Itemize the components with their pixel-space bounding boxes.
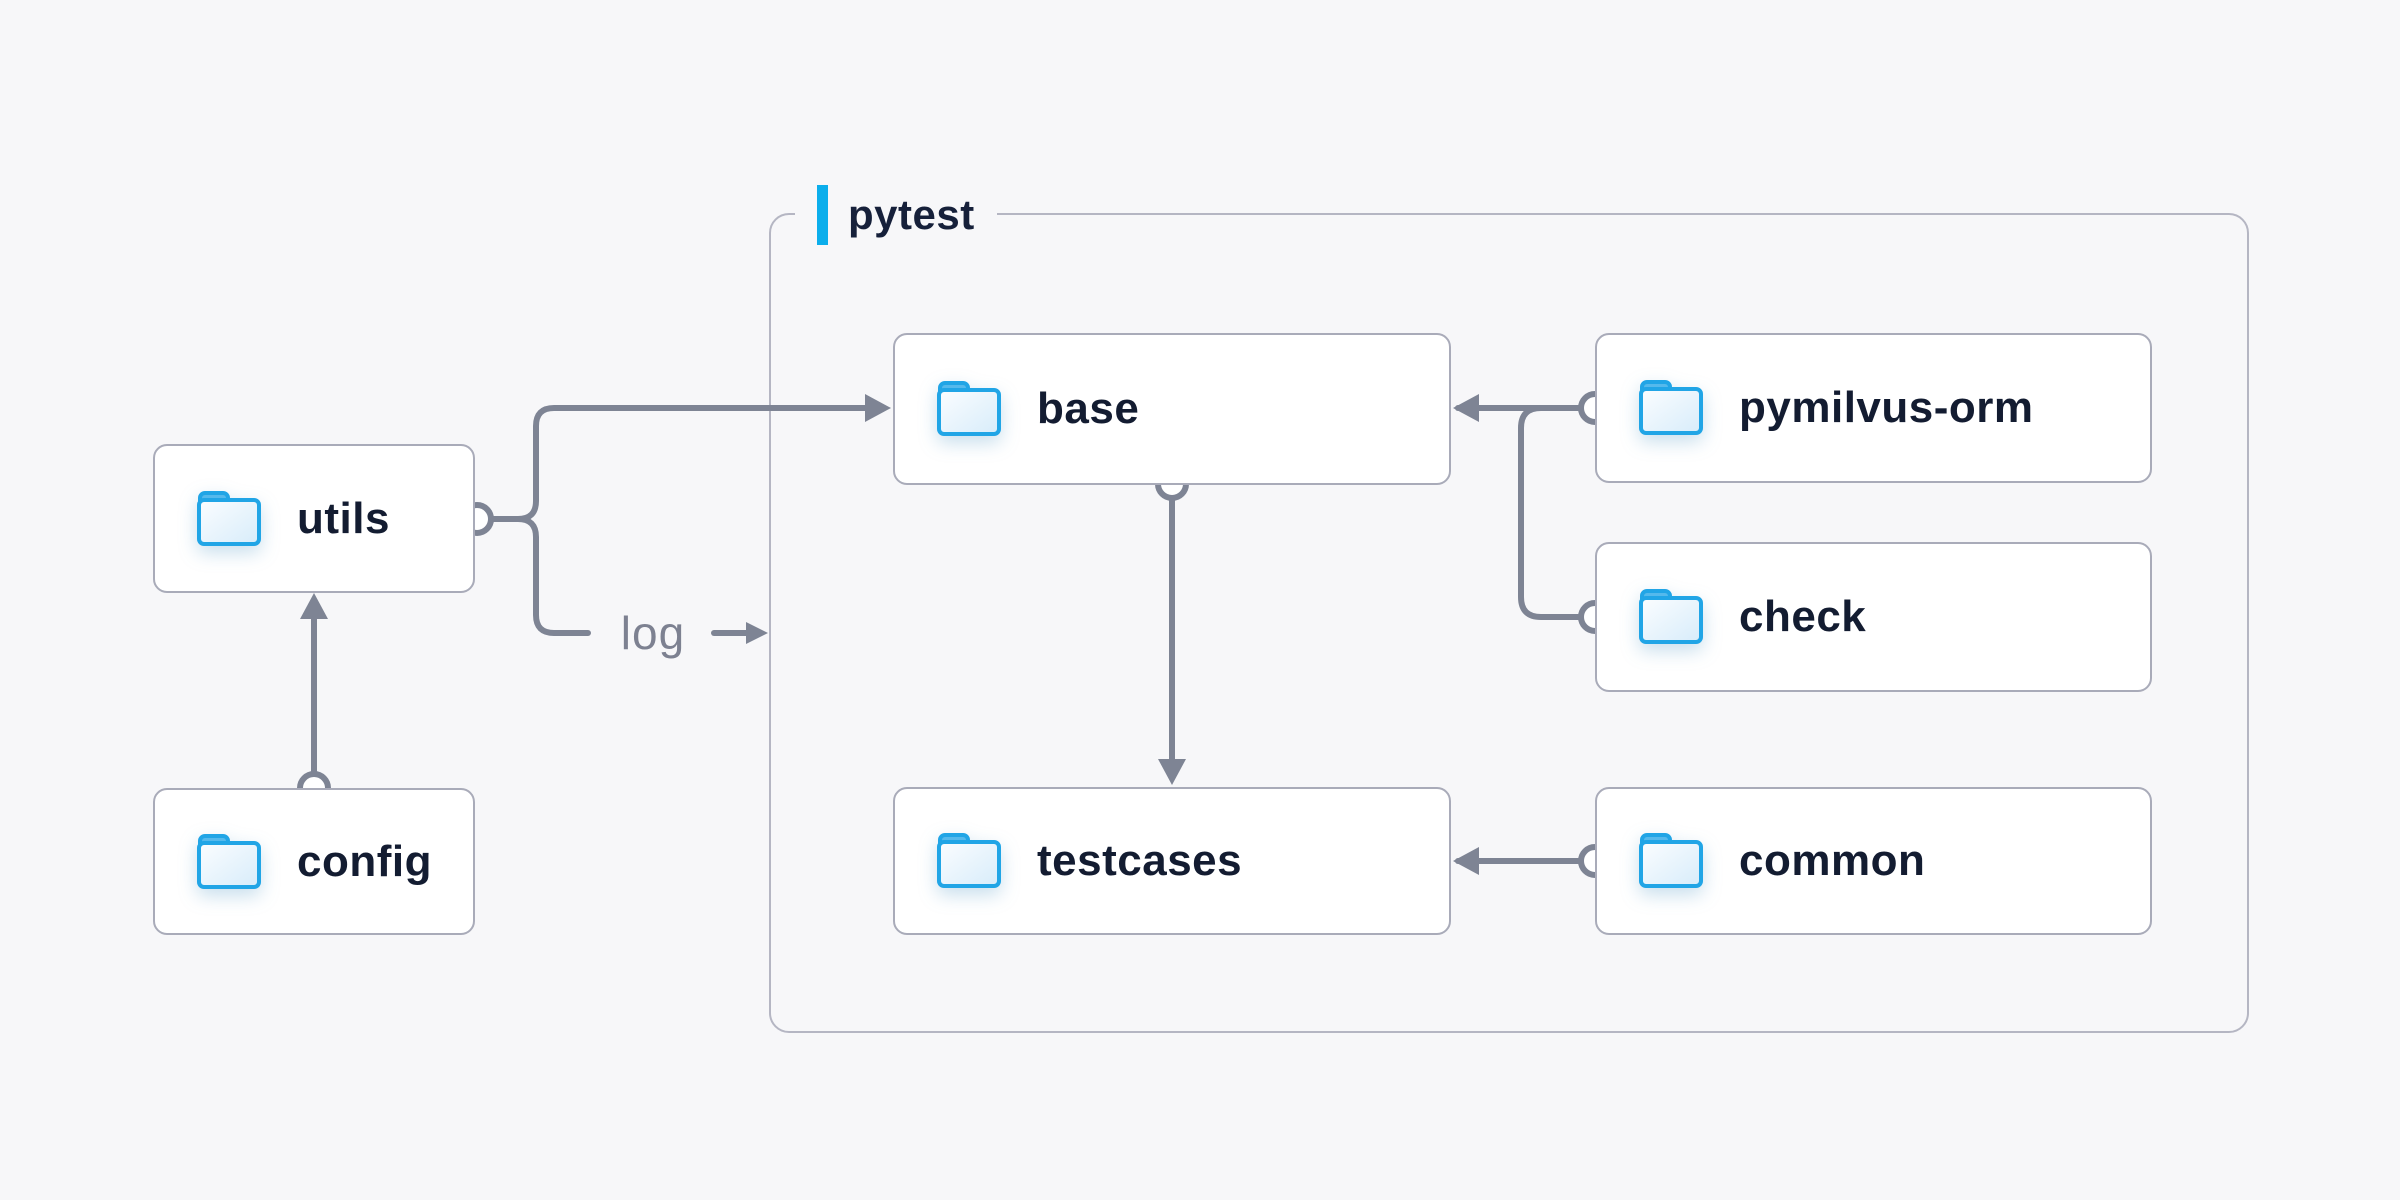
group-title: pytest (848, 191, 975, 238)
folder-icon (197, 490, 261, 546)
node-label: utils (297, 493, 390, 543)
folder-icon (937, 833, 1001, 888)
node-pymilvus-orm: pymilvus-orm (1595, 333, 2152, 483)
node-label: config (297, 836, 432, 886)
node-common: common (1595, 787, 2152, 935)
accent-bar (817, 185, 828, 245)
node-utils: utils (153, 444, 475, 593)
folder-icon (937, 381, 1001, 436)
node-label: pymilvus-orm (1739, 383, 2034, 432)
node-base: base (893, 333, 1451, 485)
folder-icon (1639, 589, 1703, 644)
node-testcases: testcases (893, 787, 1451, 935)
folder-icon (1639, 833, 1703, 888)
node-label: common (1739, 836, 1926, 885)
folder-icon (197, 833, 261, 889)
node-label: base (1037, 384, 1140, 433)
edge-label-log: log (620, 607, 686, 659)
node-config: config (153, 788, 475, 935)
folder-icon (1639, 380, 1703, 435)
pytest-group-container: pytest (769, 183, 2249, 1033)
node-label: check (1739, 592, 1867, 641)
edge-utils-log (515, 516, 591, 636)
node-label: testcases (1037, 836, 1243, 885)
node-check: check (1595, 542, 2152, 692)
pytest-group-label: pytest (795, 183, 997, 247)
arrowhead-into-utils (300, 593, 328, 619)
arrowhead-log (746, 622, 768, 644)
